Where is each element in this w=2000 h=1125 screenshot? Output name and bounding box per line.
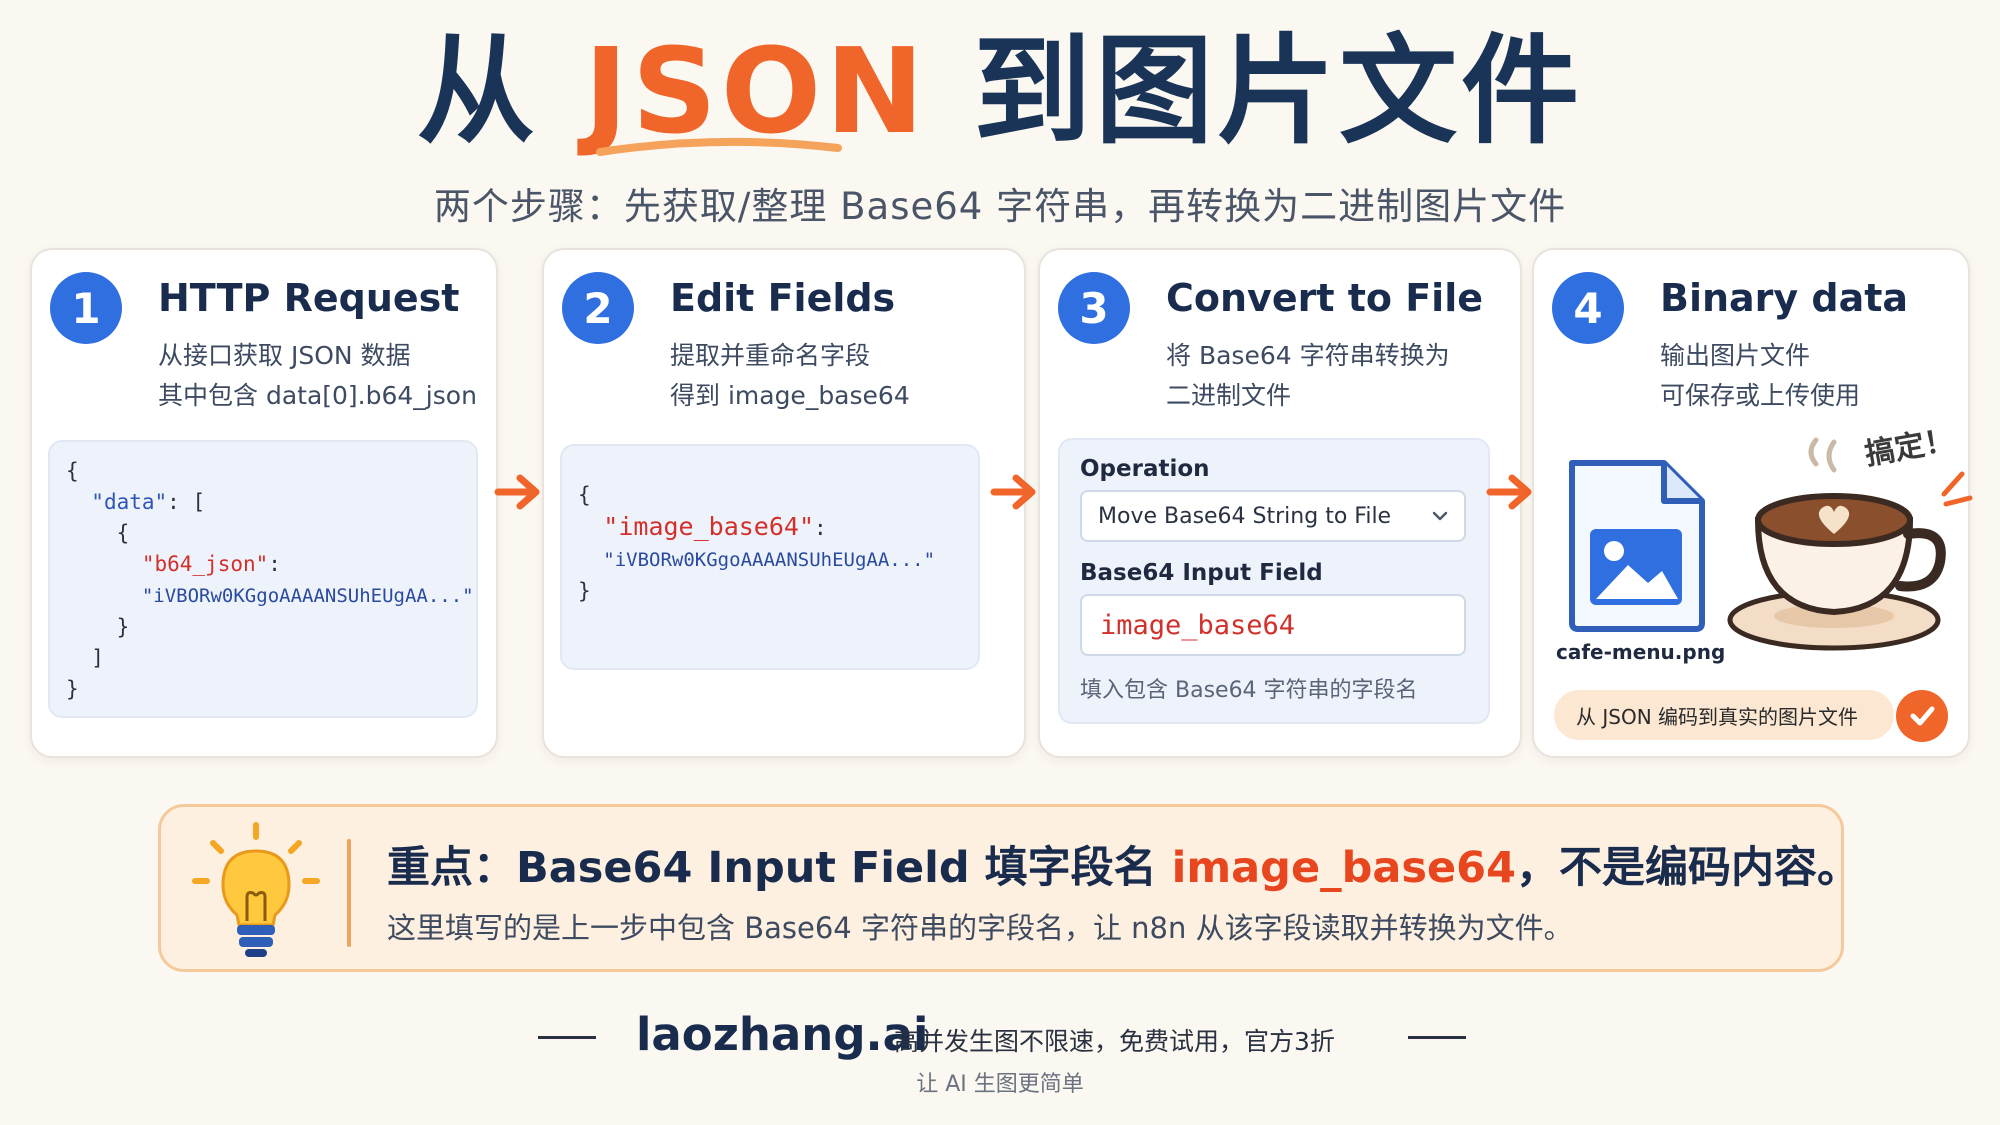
coffee-cup-icon [1727,437,1946,651]
code-line: : [268,552,281,576]
step-number-badge: 4 [1552,272,1624,344]
result-pill: 从 JSON 编码到真实的图片文件 [1554,690,1894,740]
step-description: 提取并重命名字段 得到 image_base64 [670,336,910,416]
image-file-icon [1569,460,1705,632]
input-hint: 填入包含 Base64 字符串的字段名 [1080,678,1418,703]
code-value: "iVBORw0KGgoAAAANSUhEUgAA..." [141,585,474,607]
code-line: ] [91,646,104,670]
step-header: 2 Edit Fields 提取并重命名字段 得到 image_base64 [562,272,1014,422]
step-desc-line: 将 Base64 字符串转换为 [1166,341,1450,370]
sparkle-icon [1941,471,1973,507]
step-desc-line: 其中包含 data[0].b64_json [158,381,477,410]
code-line: { [116,521,130,545]
step-header: 4 Binary data 输出图片文件 可保存或上传使用 [1552,272,1958,422]
title-accent: JSON [584,26,928,156]
step-desc-line: 输出图片文件 [1660,341,1811,370]
step-desc-line: 得到 image_base64 [670,381,910,410]
step-header: 3 Convert to File 将 Base64 字符串转换为 二进制文件 [1058,272,1510,422]
footer-slogan: 高并发生图不限速，免费试用，官方3折 [894,1027,1335,1056]
step-title: Convert to File [1166,276,1484,320]
code-line: : [814,516,827,540]
footer: laozhang.ai 高并发生图不限速，免费试用，官方3折 让 AI 生图更简… [0,1004,2000,1114]
footer-divider [538,1036,596,1039]
check-icon [1896,690,1948,742]
base64-input-label: Base64 Input Field [1080,560,1323,586]
step-number-badge: 3 [1058,272,1130,344]
page-title: 从 JSON 到图片文件 [0,26,2000,156]
title-prefix: 从 [416,22,585,160]
brand-logo[interactable]: laozhang.ai [636,1008,929,1061]
json-code-block: { "data": [ { "b64_json": "iVBORw0KGgoAA… [48,440,478,718]
code-line: } [578,579,591,603]
code-line: { [66,459,79,483]
node-settings-panel: Operation Move Base64 String to File Bas… [1058,438,1490,724]
arrow-right-icon [990,474,1036,510]
step-card-convert-to-file: 3 Convert to File 将 Base64 字符串转换为 二进制文件 … [1038,248,1522,758]
arrow-right-icon [494,474,540,510]
header: 从 JSON 到图片文件 两个步骤：先获取/整理 Base64 字符串，再转换为… [0,26,2000,230]
callout-highlight: image_base64 [1171,843,1517,893]
step-card-binary-data: 4 Binary data 输出图片文件 可保存或上传使用 cafe-menu.… [1532,248,1973,758]
step-desc-line: 提取并重命名字段 [670,341,871,370]
title-underline-icon [596,137,843,156]
operation-select[interactable]: Move Base64 String to File [1080,490,1466,542]
json-code-block: { "image_base64": "iVBORw0KGgoAAAANSUhEU… [560,444,980,670]
file-name: cafe-menu.png [1556,640,1726,664]
steps-flow: 1 HTTP Request 从接口获取 JSON 数据 其中包含 data[0… [30,248,1973,758]
step-number-badge: 2 [562,272,634,344]
step-title: Edit Fields [670,276,896,320]
operation-select-value: Move Base64 String to File [1098,503,1392,529]
base64-input-field[interactable]: image_base64 [1080,594,1466,656]
chevron-down-icon [1432,511,1448,521]
step-description: 输出图片文件 可保存或上传使用 [1660,336,1860,416]
title-accent-text: JSON [584,22,928,160]
page-subtitle: 两个步骤：先获取/整理 Base64 字符串，再转换为二进制图片文件 [433,185,1567,228]
code-line: { [578,483,591,507]
lightbulb-icon [192,822,320,957]
arrow-right-icon [1486,474,1532,510]
callout-headline-text: ，不是编码内容。 [1516,843,1861,893]
step-header: 1 HTTP Request 从接口获取 JSON 数据 其中包含 data[0… [50,272,486,422]
step-desc-line: 从接口获取 JSON 数据 [158,341,411,370]
step-title: HTTP Request [158,276,460,320]
step-desc-line: 二进制文件 [1166,381,1292,410]
operation-label: Operation [1080,456,1210,482]
code-key: "data" [91,490,168,514]
step-description: 将 Base64 字符串转换为 二进制文件 [1166,336,1450,416]
step-title: Binary data [1660,276,1909,320]
step-card-http-request: 1 HTTP Request 从接口获取 JSON 数据 其中包含 data[0… [30,248,498,758]
code-key: "image_base64" [603,512,815,541]
callout-divider [347,839,351,947]
footer-tagline: 让 AI 生图更简单 [916,1072,1084,1097]
title-suffix: 到图片文件 [927,22,1584,160]
callout-headline: 重点：Base64 Input Field 填字段名 image_base64，… [387,833,1860,895]
code-line: } [66,677,79,701]
code-line: : [ [167,490,206,514]
step-card-edit-fields: 2 Edit Fields 提取并重命名字段 得到 image_base64 {… [542,248,1026,758]
code-key: "b64_json" [141,552,269,576]
code-line: } [116,615,130,639]
code-value: "iVBORw0KGgoAAAANSUhEUgAA..." [603,549,936,571]
footer-divider [1408,1036,1466,1039]
step-number-badge: 1 [50,272,122,344]
step-description: 从接口获取 JSON 数据 其中包含 data[0].b64_json [158,336,477,416]
callout-headline-text: 重点：Base64 Input Field 填字段名 [387,843,1172,893]
step-desc-line: 可保存或上传使用 [1660,381,1861,410]
callout-description: 这里填写的是上一步中包含 Base64 字符串的字段名，让 n8n 从该字段读取… [387,911,1573,945]
key-point-callout: 重点：Base64 Input Field 填字段名 image_base64，… [158,804,1860,972]
